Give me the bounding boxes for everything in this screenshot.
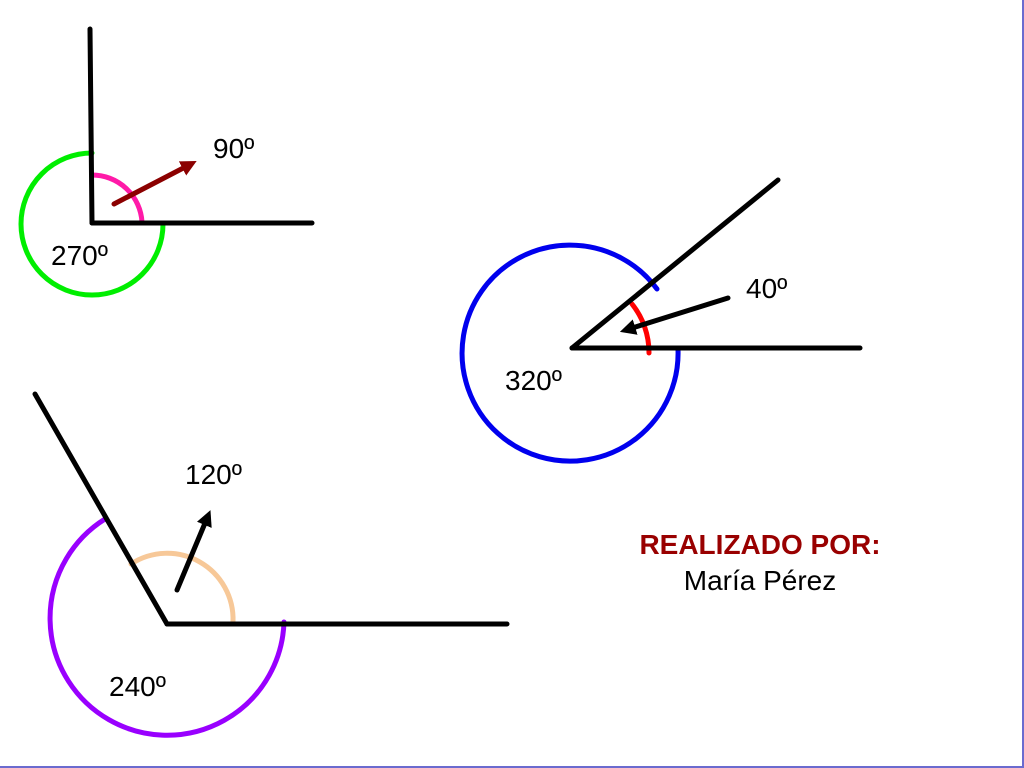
inner-arc-90 bbox=[89, 172, 145, 225]
angle-90-group bbox=[18, 26, 315, 298]
arrow-90 bbox=[111, 161, 197, 207]
label-120: 120º bbox=[185, 459, 242, 490]
outer-arc-320 bbox=[459, 242, 681, 464]
arrow-120 bbox=[174, 510, 212, 593]
credits-title: REALIZADO POR: bbox=[639, 529, 881, 560]
ray-diagonal bbox=[32, 391, 170, 627]
label-320: 320º bbox=[505, 365, 562, 396]
arrow-40 bbox=[619, 295, 731, 335]
inner-arc-120 bbox=[128, 550, 236, 625]
credits-author: María Pérez bbox=[683, 565, 837, 596]
ray-vertical bbox=[87, 26, 95, 226]
label-240: 240º bbox=[109, 671, 166, 702]
label-270: 270º bbox=[51, 240, 108, 271]
outer-arc-270 bbox=[18, 150, 166, 298]
label-40: 40º bbox=[746, 273, 788, 304]
outer-arc-240 bbox=[47, 516, 287, 738]
angle-120-group bbox=[32, 391, 510, 738]
label-90: 90º bbox=[213, 133, 255, 164]
angle-40-group bbox=[459, 177, 863, 464]
ray-diagonal bbox=[569, 177, 781, 351]
